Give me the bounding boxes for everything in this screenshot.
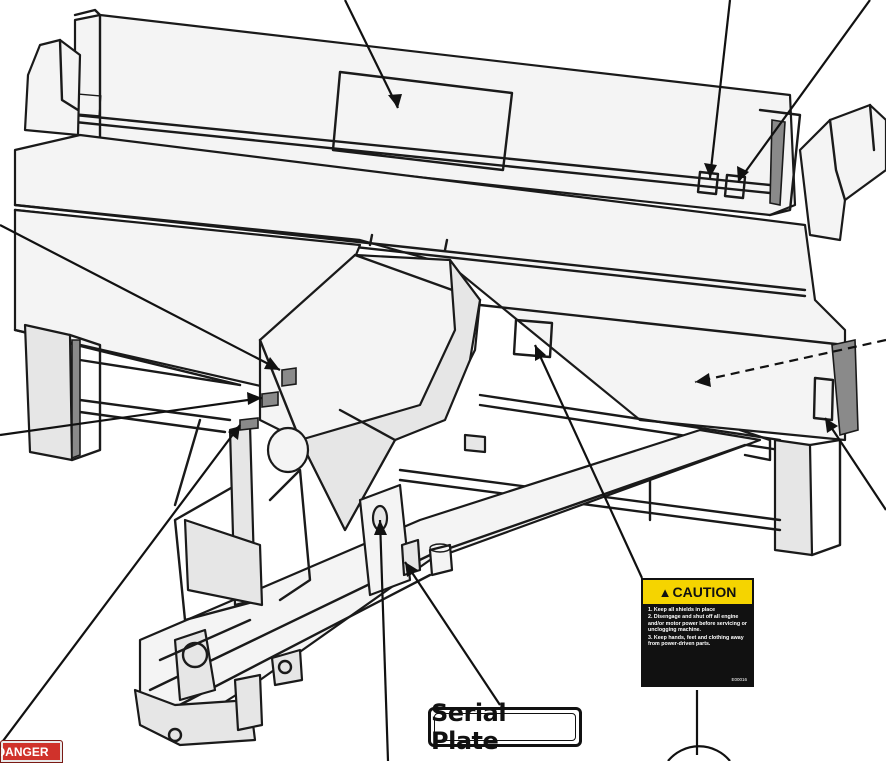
- caution-heading-text: CAUTION: [672, 584, 737, 600]
- leader-dashed-right: [694, 338, 886, 384]
- caution-decal: ▲ CAUTION 1. Keep all shields in place 2…: [641, 578, 754, 687]
- arrowheads: [228, 94, 838, 577]
- leader-top-center: [344, 0, 399, 109]
- hitch-tongue: [133, 428, 762, 747]
- leader-top-right-2: [737, 0, 871, 183]
- leader-bottom-center: [378, 519, 390, 761]
- leader-danger: [0, 424, 241, 746]
- caution-item: 3. Keep hands, feet and clothing away fr…: [648, 634, 744, 648]
- serial-plate-text: Serial Plate: [431, 699, 507, 755]
- caution-body: 1. Keep all shields in place 2. Disengag…: [643, 604, 752, 647]
- caution-code: E00016: [731, 677, 747, 682]
- warning-triangle-icon: ▲: [658, 584, 672, 600]
- caution-item: 2. Disengage and shut off all engine and…: [648, 614, 747, 634]
- danger-text: DANGER: [0, 745, 49, 759]
- caution-heading: ▲ CAUTION: [643, 580, 752, 604]
- right-rear-post: [798, 103, 886, 242]
- caution-item: 1. Keep all shields in place: [648, 607, 716, 613]
- leader-top-right-1: [708, 0, 732, 179]
- leader-left-lower: [0, 396, 263, 437]
- leader-caution: [534, 344, 643, 579]
- leader-serial-plate: [404, 561, 501, 706]
- leader-right-lower: [824, 417, 886, 511]
- danger-decal: DANGER: [0, 740, 63, 763]
- drive-shield: [173, 233, 482, 607]
- leader-left-upper: [0, 224, 281, 371]
- serial-plate-label: Serial Plate: [428, 699, 582, 755]
- callout-circle: [667, 745, 731, 761]
